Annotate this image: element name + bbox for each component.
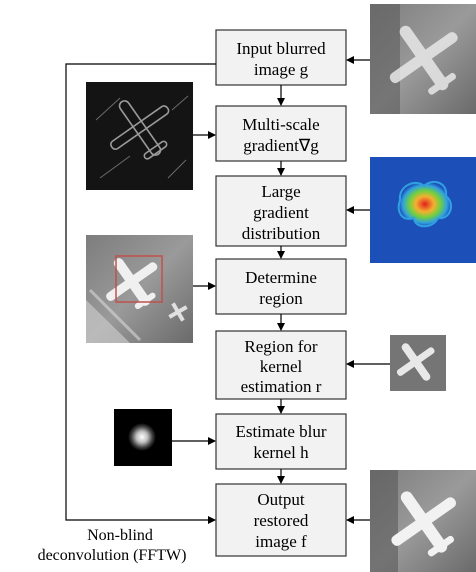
step-gradient-line1: Multi-scale [242, 115, 319, 134]
image-arrows [172, 56, 390, 524]
step-distribution-box: Large gradient distribution [215, 175, 347, 247]
step-kernel-region-box: Region for kernel estimation r [215, 330, 347, 400]
step-output-box: Output restored image f [215, 483, 347, 557]
region-image [86, 235, 193, 343]
input-image [370, 4, 476, 114]
step-output-line1: Output [257, 490, 305, 509]
step-region-line1: Determine [245, 268, 317, 287]
step-region-line2: region [259, 289, 303, 308]
non-blind-label-line1: Non-blind [87, 527, 153, 544]
step-gradient-box: Multi-scale gradient∇g [215, 105, 347, 162]
heatmap-image [370, 157, 476, 263]
step-kernel-region-line2: kernel [260, 357, 303, 376]
non-blind-label-line2: deconvolution (FFTW) [38, 547, 187, 564]
step-estimate-line2: kernel h [253, 443, 309, 462]
step-output-line2: restored [254, 511, 309, 530]
non-blind-loop-arrow [65, 63, 216, 524]
step-kernel-region-line3: estimation r [241, 377, 322, 396]
step-input-box: Input blurred image g [215, 29, 347, 86]
output-image [370, 470, 476, 572]
step-distribution-line1: Large [261, 182, 300, 201]
step-gradient-line2: gradient∇g [243, 136, 319, 155]
kernel-region-image [390, 335, 446, 391]
step-input-line2: image g [254, 60, 309, 79]
step-kernel-region-line1: Region for [244, 337, 318, 356]
step-distribution-line3: distribution [242, 224, 321, 243]
step-estimate-box: Estimate blur kernel h [215, 413, 347, 470]
kernel-image [114, 409, 172, 466]
step-output-line3: image f [255, 532, 307, 551]
step-distribution-line2: gradient [253, 203, 309, 222]
step-input-line1: Input blurred [236, 39, 326, 58]
step-estimate-line1: Estimate blur [235, 422, 326, 441]
region-box [115, 255, 163, 303]
gradient-image [86, 82, 193, 190]
step-region-box: Determine region [215, 258, 347, 315]
